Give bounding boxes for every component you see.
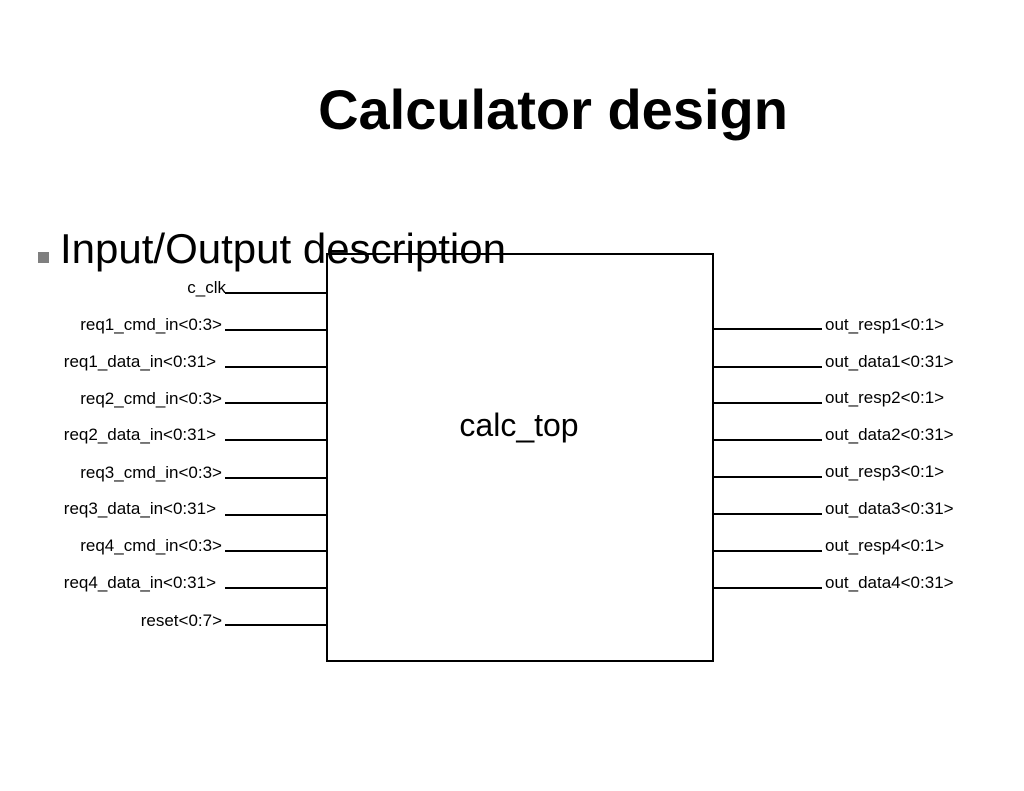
bullet-text: Input/Output description (60, 225, 506, 272)
output-wire (714, 550, 822, 552)
output-port-label: out_data1<0:31> (825, 352, 954, 371)
input-port-label: req2_data_in<0:31> (63, 425, 216, 444)
input-port-label: req4_data_in<0:31> (63, 573, 216, 592)
input-port-label: req3_data_in<0:31> (63, 499, 216, 518)
square-bullet-icon (38, 252, 49, 263)
input-wire (225, 624, 327, 626)
input-wire (225, 587, 327, 589)
output-port-label: out_data4<0:31> (825, 573, 954, 592)
input-port-label: req1_data_in<0:31> (63, 352, 216, 371)
input-port-label: req3_cmd_in<0:3> (80, 463, 222, 482)
slide-title: Calculator design (318, 78, 788, 141)
input-port-label: reset<0:7> (140, 611, 222, 630)
output-wire (714, 439, 822, 441)
input-wire (225, 439, 327, 441)
output-port-label: out_resp2<0:1> (825, 388, 945, 407)
output-wire (714, 402, 822, 404)
input-port-label: c_clk (187, 278, 226, 297)
input-wire (225, 550, 327, 552)
output-port-label: out_resp3<0:1> (825, 462, 945, 481)
output-port-label: out_resp1<0:1> (825, 315, 945, 334)
block-name: calc_top (459, 407, 579, 443)
output-wire (714, 328, 822, 330)
output-port-label: out_resp4<0:1> (825, 536, 945, 555)
output-port-label: out_data2<0:31> (825, 425, 954, 444)
input-wire (225, 402, 327, 404)
output-wire (714, 476, 822, 478)
output-wire (714, 587, 822, 589)
calc-top-block (326, 253, 714, 662)
input-port-label: req2_cmd_in<0:3> (80, 389, 222, 408)
input-wire (225, 514, 327, 516)
output-port-label: out_data3<0:31> (825, 499, 954, 518)
input-wire (225, 366, 327, 368)
input-wire (225, 477, 327, 479)
output-wire (714, 366, 822, 368)
input-port-label: req4_cmd_in<0:3> (80, 536, 222, 555)
input-port-label: req1_cmd_in<0:3> (80, 315, 222, 334)
output-wire (714, 513, 822, 515)
input-wire (225, 292, 327, 294)
input-wire (225, 329, 327, 331)
